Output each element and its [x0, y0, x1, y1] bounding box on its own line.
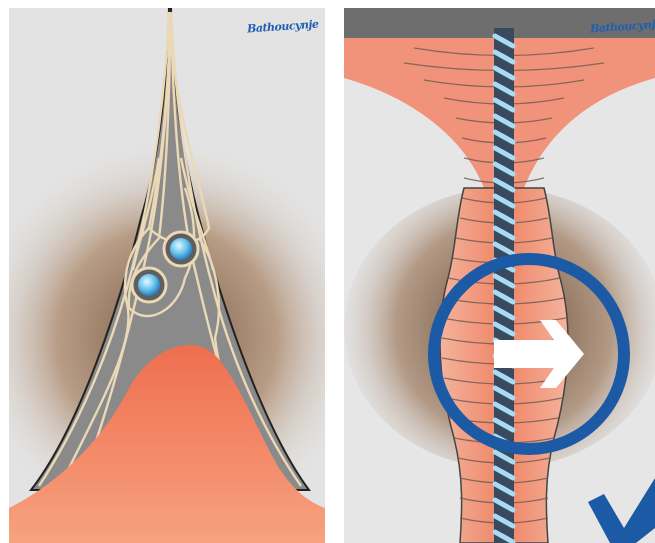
twisted-rope-icon [494, 28, 514, 543]
fiber-wedge-illustration [9, 8, 325, 543]
twisted-rope-illustration [344, 8, 655, 543]
illustration-panel-right: Bathoucynje [344, 8, 655, 543]
illustration-panel-left: Bathoucynje [9, 8, 325, 543]
